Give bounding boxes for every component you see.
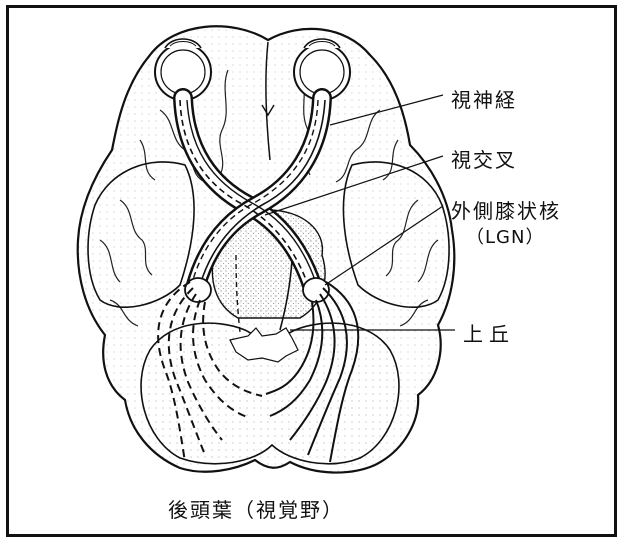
label-lgn-abbreviation: （LGN） — [466, 223, 544, 249]
label-optic-nerve: 視神経 — [451, 84, 517, 113]
label-occipital-lobe: 後頭葉（視覚野） — [168, 494, 344, 523]
label-lgn: 外側膝状核 — [451, 195, 561, 224]
label-superior-colliculus: 上丘 — [463, 318, 515, 347]
label-optic-chiasm: 視交叉 — [451, 144, 517, 173]
